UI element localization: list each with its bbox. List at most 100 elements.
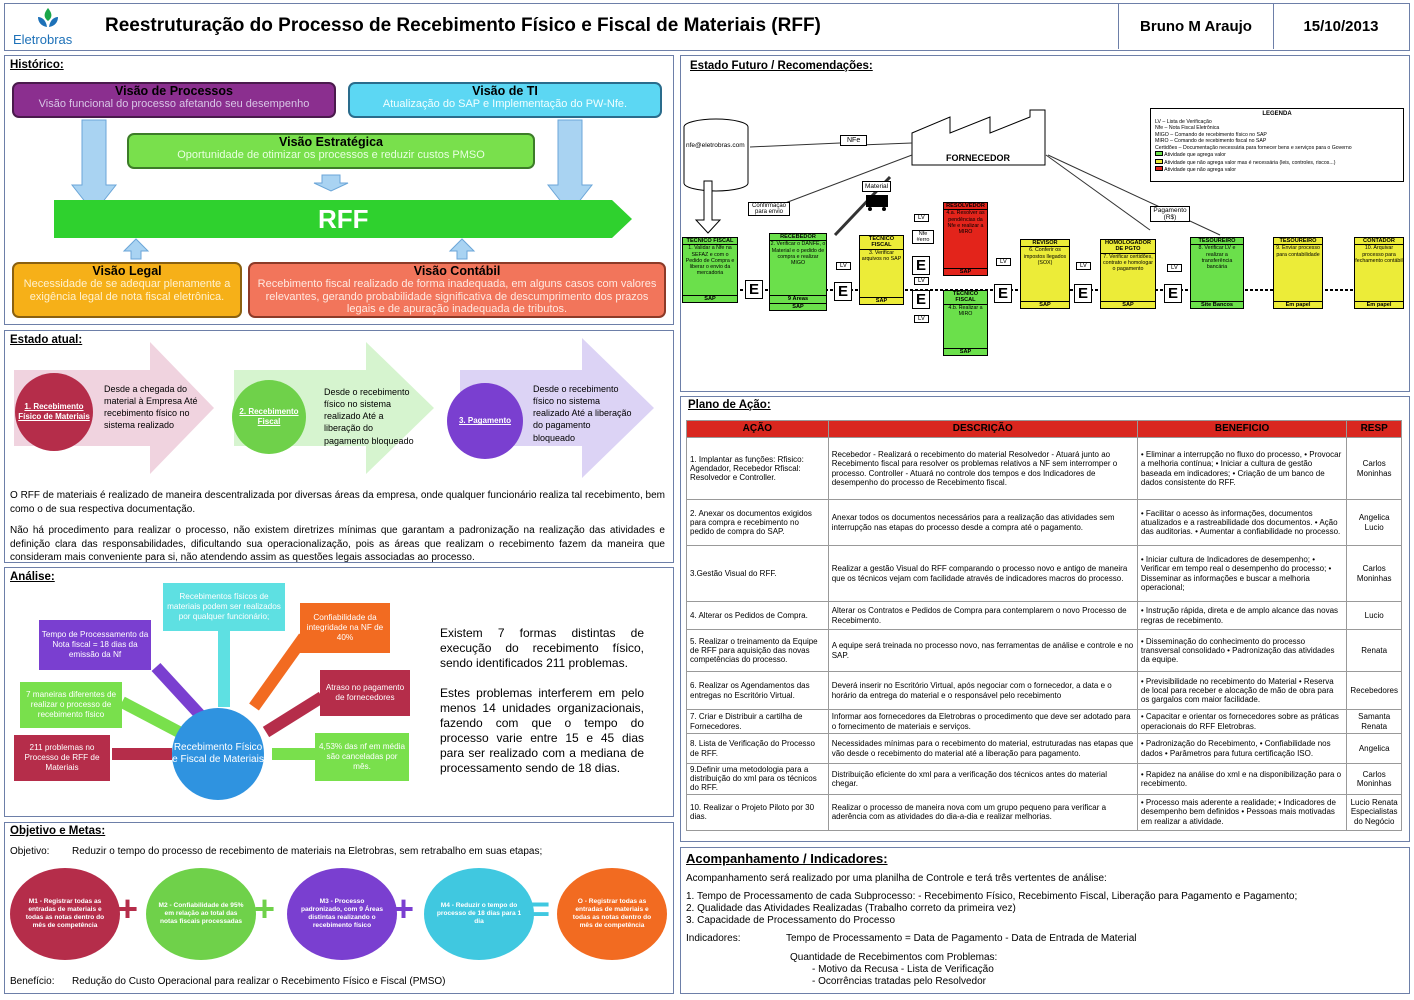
proc-4a-body: 4.a. Resolver as pendências da Nfe e rea… — [946, 210, 985, 235]
cell-resp: Angelica — [1346, 733, 1402, 764]
cell-ben: • Eliminar a interrupção no fluxo do pro… — [1136, 437, 1348, 500]
visao-legal: Visão Legal Necessidade de se adequar pl… — [12, 262, 242, 318]
proc-7-body: 7. Verificar certidões, contrato e homol… — [1102, 253, 1154, 272]
visao-estrategica-title: Visão Estratégica — [279, 135, 383, 149]
lv-4: LV — [914, 315, 929, 323]
plus-op-1: + — [117, 888, 139, 929]
plano-header-row: AÇÃO DESCRIÇÃO BENEFICIO RESP — [686, 420, 1402, 438]
down-arrow-center — [313, 174, 349, 192]
proc-9-body: 9. Enviar processo para contabilidade — [1276, 245, 1320, 258]
e-marker-4: E — [912, 290, 931, 309]
date: 15/10/2013 — [1273, 4, 1408, 49]
visao-ti-text: Atualização do SAP e Implementação do PW… — [382, 98, 628, 110]
futuro-heading: Estado Futuro / Recomendações: — [690, 60, 873, 72]
cell-desc: A equipe será treinada no processo novo,… — [827, 629, 1138, 672]
cell-acao: 1. Implantar as funções: Rfisico: Agenda… — [686, 437, 829, 500]
fornecedor-label: FORNECEDOR — [946, 153, 1011, 163]
proc-1-title: TÉCNICO FISCAL — [683, 238, 737, 246]
lv-1: LV — [836, 262, 851, 270]
cell-desc: Deverá inserir no Escritório Virtual, ap… — [827, 671, 1138, 710]
logo-text: Eletrobras — [13, 32, 73, 47]
acomp-item-1: 1. Tempo de Processamento de cada Subpro… — [686, 891, 1298, 902]
proc-10-body: 10. Arquivar processo para fechamento co… — [1355, 245, 1403, 264]
table-row: 4. Alterar os Pedidos de Compra.Alterar … — [686, 601, 1402, 630]
cell-ben: • Iniciar cultura de Indicadores de dese… — [1136, 545, 1348, 602]
analise-fisicos: Recebimentos físicos de materiais podem … — [163, 583, 285, 631]
analise-atraso: Atraso no pagamento de fornecedores — [320, 670, 410, 716]
cell-resp: Recebedores — [1346, 671, 1402, 710]
proc-2-title: RECEBEDOR — [770, 234, 826, 242]
down-arrow-email — [694, 180, 722, 234]
cell-acao: 7. Criar e Distribuir a cartilha de Forn… — [686, 709, 829, 734]
cell-resp: Angelica Lucio — [1346, 499, 1402, 546]
cell-desc: Recebedor - Realizará o recebimento do m… — [827, 437, 1138, 500]
legend-item-3: Atividade que não agrega valor — [1155, 166, 1399, 174]
fornecedor-factory — [911, 109, 1046, 166]
lv-3: LV — [914, 277, 929, 285]
author: Bruno M Araujo — [1118, 4, 1273, 49]
cell-desc: Realizar a gestão Visual do RFF comparan… — [827, 545, 1138, 602]
cell-resp: Carlos Moninhas — [1346, 545, 1402, 602]
cell-acao: 2. Anexar os documentos exigidos para co… — [686, 499, 829, 546]
nfe-label: NFe — [840, 135, 868, 146]
nferro-label: Nfe #erro — [912, 230, 934, 244]
table-row: 2. Anexar os documentos exigidos para co… — [686, 499, 1402, 546]
meta-m2: M2 - Confiabilidade de 95% em relação ao… — [146, 868, 256, 960]
cell-resp: Carlos Moninhas — [1346, 763, 1402, 795]
historico-heading: Histórico: — [10, 59, 64, 71]
step-text-3: Desde o recebimento físico no sistema re… — [533, 384, 632, 443]
beneficio-text: Redução do Custo Operacional para realiz… — [72, 976, 446, 987]
proc-9-title: TESOUREIRO — [1274, 238, 1322, 246]
cell-desc: Alterar os Contratos e Pedidos de Compra… — [827, 601, 1138, 630]
proc-7-foot: SAP — [1101, 300, 1155, 308]
visao-contabil-title: Visão Contábil — [413, 264, 501, 278]
proc-8-body: 8. Verificar LV e realizar a transferênc… — [1198, 245, 1236, 270]
visao-legal-text: Necessidade de se adequar plenamente a e… — [23, 278, 231, 303]
proc-4b-title: TÉCNICO FISCAL — [944, 291, 987, 305]
visao-processos-title: Visão de Processos — [115, 84, 233, 98]
step-text-1: Desde a chegada do material à Empresa At… — [104, 384, 198, 431]
pagamento-label: Pagamento (R$) — [1150, 206, 1190, 222]
analise-heading: Análise: — [10, 571, 55, 583]
indicador-2a: - Motivo da Recusa - Lista de Verificaçã… — [812, 964, 994, 975]
col-resp: RESP — [1346, 420, 1402, 438]
table-row: 5. Realizar o treinamento da Equipe de R… — [686, 629, 1402, 672]
legend-line-2: Nfe – Nota Fiscal Eletrônica — [1155, 125, 1220, 131]
legend-item-2: Atividade que não agrega valor mas é nec… — [1155, 158, 1399, 167]
estado-atual-p1: O RFF de materiais é realizado de maneir… — [10, 490, 665, 515]
step-text-2: Desde o recebimento físico no sistema re… — [324, 387, 414, 446]
proc-2-foot-a: 9 Áreas — [787, 296, 809, 303]
proc-2-foot-b: SAP — [770, 302, 826, 310]
analise-confiab: Confiabilidade da integridade na NF de 4… — [300, 603, 390, 653]
col-descricao: DESCRIÇÃO — [827, 420, 1138, 438]
cell-resp: Lucio Renata Especialistas do Negócio — [1346, 793, 1402, 831]
cell-acao: 4. Alterar os Pedidos de Compra. — [686, 601, 829, 630]
indicador-1: Tempo de Processamento = Data de Pagamen… — [786, 933, 1137, 944]
step-circle-3: 3. Pagamento — [447, 383, 523, 459]
plano-heading: Plano de Ação: — [688, 399, 771, 411]
cell-acao: 3.Gestão Visual do RFF. — [686, 545, 829, 602]
legend-line-5: Certidões – Documentação necessária para… — [1155, 144, 1352, 151]
proc-10-title: CONTADOR — [1355, 238, 1403, 246]
proc-4b-body: 4.b. Realizar a MIRO — [948, 304, 983, 317]
e-marker-1: E — [745, 280, 764, 299]
legend-line-1: LV – Lista de Verificação — [1155, 118, 1212, 125]
proc-4b-foot: SAP — [944, 347, 987, 355]
lv-2: LV — [914, 214, 929, 222]
proc-9-foot: Em papel — [1274, 300, 1322, 308]
visao-ti-title: Visão de TI — [472, 84, 538, 98]
analise-problemas: 211 problemas no Processo de RFF de Mate… — [14, 735, 110, 781]
lv-6: LV — [1076, 262, 1091, 270]
analise-canceladas: 4,53% das nf em média são canceladas por… — [315, 733, 409, 781]
email-db — [683, 127, 749, 192]
page-title: Reestruturação do Processo de Recebiment… — [105, 15, 821, 36]
meta-o: O - Registrar todas as entradas de mater… — [557, 868, 667, 960]
acomp-item-3: 3. Capacidade de Processamento do Proces… — [686, 915, 896, 926]
cell-resp: Lucio — [1346, 601, 1402, 630]
